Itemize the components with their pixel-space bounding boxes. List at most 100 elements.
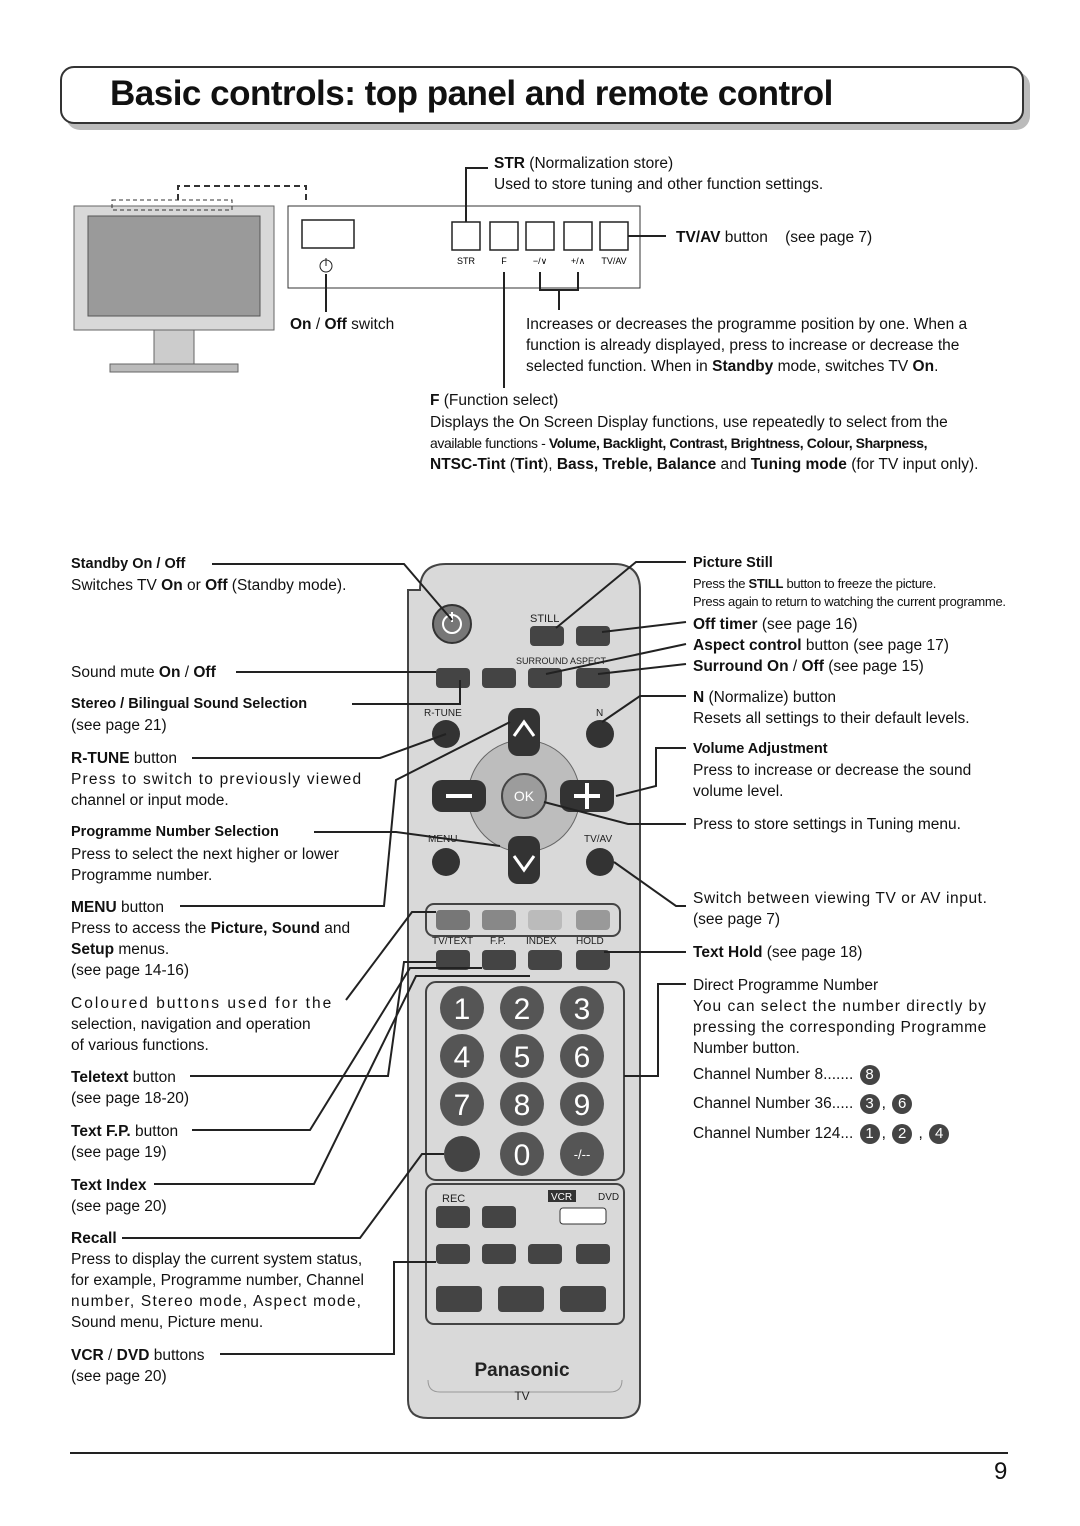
prog-line1: Press to select the next higher or lower xyxy=(71,846,339,863)
still-title: Picture Still xyxy=(693,555,773,571)
remote-index-label: INDEX xyxy=(526,936,557,947)
menu-line1: Press to access the Picture, Sound and xyxy=(71,920,351,937)
col-line1: Coloured buttons used for the xyxy=(71,995,334,1012)
still-line2: Press again to return to watching the cu… xyxy=(693,594,1006,609)
f-line2: available functions - Volume, Backlight,… xyxy=(430,435,928,451)
stereo-page: (see page 21) xyxy=(71,717,167,734)
top-panel: STR F −/∨ +/∧ TV/AV xyxy=(287,205,641,289)
digit-badge: 6 xyxy=(892,1093,913,1114)
digit-3: 3 xyxy=(574,993,591,1026)
remote-hold-label: HOLD xyxy=(576,936,604,947)
remote-brand: Panasonic xyxy=(474,1360,569,1381)
f-heading: F (Function select) xyxy=(430,392,559,409)
panel-label-f: F xyxy=(501,256,507,266)
menu-line2: Setup menus. xyxy=(71,941,170,958)
channel-36: Channel Number 36..... 3, 6 xyxy=(693,1093,914,1114)
page-title: Basic controls: top panel and remote con… xyxy=(110,74,833,113)
vcr-heading: VCR / DVD buttons xyxy=(71,1347,205,1364)
tvav-heading: TV/AV button (see page 7) xyxy=(676,229,873,246)
incdec-line2: function is already displayed, press to … xyxy=(526,337,960,354)
remote-rtune-label: R-TUNE xyxy=(424,708,462,719)
vol-line1: Press to increase or decrease the sound xyxy=(693,762,972,779)
panel-label-up: +/∧ xyxy=(571,256,585,266)
rtune-line2: channel or input mode. xyxy=(71,792,229,809)
incdec-line3: selected function. When in Standby mode,… xyxy=(526,358,939,375)
store-text: Press to store settings in Tuning menu. xyxy=(693,816,961,833)
digit-badge: 2 xyxy=(892,1123,913,1144)
digit-7: 7 xyxy=(454,1089,471,1122)
direct-title: Direct Programme Number xyxy=(693,977,879,994)
n-desc: Resets all settings to their default lev… xyxy=(693,710,970,727)
remote-buttons xyxy=(425,604,625,1325)
channel-124: Channel Number 124... 1, 2 , 4 xyxy=(693,1123,951,1144)
digit-9: 9 xyxy=(574,1089,591,1122)
switch-line1: Switch between viewing TV or AV input. xyxy=(693,890,988,907)
teletext-page: (see page 18-20) xyxy=(71,1090,190,1107)
recall-line1: Press to display the current system stat… xyxy=(71,1251,363,1268)
recall-title: Recall xyxy=(71,1230,117,1247)
digit-5: 5 xyxy=(514,1041,531,1074)
remote-surround-label: SURROUND ASPECT xyxy=(516,656,607,666)
incdec-line1: Increases or decreases the programme pos… xyxy=(526,316,968,333)
col-line3: of various functions. xyxy=(71,1037,209,1054)
remote-tvav-label: TV/AV xyxy=(584,834,612,845)
f-line3: NTSC-Tint (Tint), Bass, Treble, Balance … xyxy=(430,456,979,473)
rtune-line1: Press to switch to previously viewed xyxy=(71,771,363,788)
page-number: 9 xyxy=(994,1458,1008,1485)
panel-label-str: STR xyxy=(457,256,476,266)
text-hold: Text Hold (see page 18) xyxy=(693,944,863,961)
vol-line2: volume level. xyxy=(693,783,784,800)
panel-label-tvav: TV/AV xyxy=(601,256,626,266)
remote-vcr-label: VCR xyxy=(551,1192,572,1203)
panel-label-down: −/∨ xyxy=(533,256,547,266)
f-line1: Displays the On Screen Display functions… xyxy=(430,414,948,431)
remote-menu-label: MENU xyxy=(428,834,457,845)
digit-badge: 4 xyxy=(929,1123,950,1144)
menu-page: (see page 14-16) xyxy=(71,962,190,979)
surround: Surround On / Off (see page 15) xyxy=(693,658,924,675)
remote-n-label: N xyxy=(596,708,603,719)
prog-line2: Programme number. xyxy=(71,867,213,884)
vcr-page: (see page 20) xyxy=(71,1368,167,1385)
teletext-heading: Teletext button xyxy=(71,1069,176,1086)
aspect-control: Aspect control button (see page 17) xyxy=(693,637,949,654)
digit-4: 4 xyxy=(454,1041,471,1074)
digit-1: 1 xyxy=(454,993,471,1026)
recall-line4: Sound menu, Picture menu. xyxy=(71,1314,264,1331)
remote-tvtext-label: TV/TEXT xyxy=(432,936,473,947)
digit-badge: 8 xyxy=(859,1064,880,1085)
digit-badge: 1 xyxy=(859,1123,880,1144)
switch-line2: (see page 7) xyxy=(693,911,781,928)
rtune-heading: R-TUNE button xyxy=(71,750,177,767)
offtimer: Off timer (see page 16) xyxy=(693,616,858,633)
recall-line3: number, Stereo mode, Aspect mode, xyxy=(71,1293,363,1310)
direct-line3: Number button. xyxy=(693,1040,800,1057)
remote-still-label: STILL xyxy=(530,613,559,625)
tv-illustration xyxy=(73,185,307,373)
menu-heading: MENU button xyxy=(71,899,165,916)
digit-badge: 3 xyxy=(859,1093,880,1114)
dash-button-label: -/-- xyxy=(574,1147,591,1162)
remote-ok-label: OK xyxy=(514,788,535,804)
onoff-heading: On / Off switch xyxy=(290,316,395,333)
title-box: Basic controls: top panel and remote con… xyxy=(60,66,1024,124)
textfp-heading: Text F.P. button xyxy=(71,1123,179,1140)
remote-fp-label: F.P. xyxy=(490,936,506,947)
str-description: Used to store tuning and other function … xyxy=(494,176,824,193)
mute-label: Sound mute On / Off xyxy=(71,664,216,681)
remote-rec-label: REC xyxy=(442,1193,465,1205)
direct-line1: You can select the number directly by xyxy=(693,998,988,1015)
standby-desc: Switches TV On or Off (Standby mode). xyxy=(71,577,347,594)
digit-2: 2 xyxy=(514,993,531,1026)
recall-line2: for example, Programme number, Channel xyxy=(71,1272,364,1289)
channel-8: Channel Number 8....... 8 xyxy=(693,1064,882,1085)
textindex-page: (see page 20) xyxy=(71,1198,167,1215)
col-line2: selection, navigation and operation xyxy=(71,1016,311,1033)
footer-rule xyxy=(70,1452,1008,1454)
vol-title: Volume Adjustment xyxy=(693,741,828,757)
still-line1: Press the STILL button to freeze the pic… xyxy=(693,576,937,591)
n-heading: N (Normalize) button xyxy=(693,689,836,706)
standby-title: Standby On / Off xyxy=(71,556,186,572)
remote-tv-label: TV xyxy=(514,1389,529,1403)
